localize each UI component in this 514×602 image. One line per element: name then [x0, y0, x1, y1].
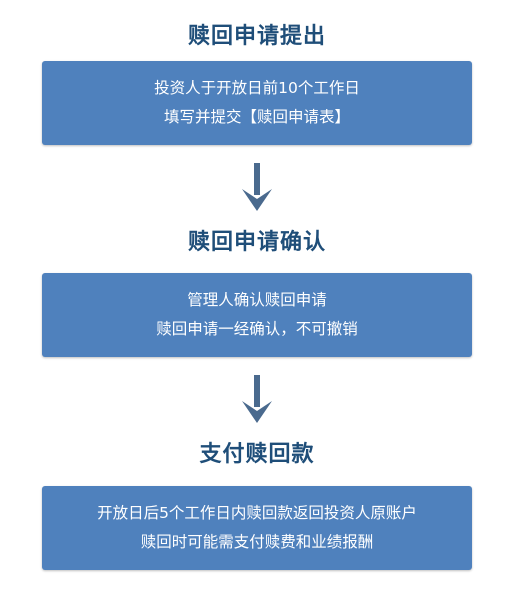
step-2-line-2: 赎回申请一经确认，不可撤销: [156, 320, 358, 338]
step-3-line-2: 赎回时可能需支付赎费和业绩报酬: [140, 533, 374, 551]
step-2-line-1: 管理人确认赎回申请: [187, 291, 327, 309]
step-3-title: 支付赎回款: [199, 442, 315, 467]
step-1-line-2: 填写并提交【赎回申请表】: [163, 108, 350, 126]
step-3-line-1: 开放日后5个工作日内赎回款返回投资人原账户: [97, 504, 417, 522]
step-2-box: 管理人确认赎回申请 赎回申请一经确认，不可撤销: [42, 273, 472, 357]
step-1-title: 赎回申请提出: [187, 24, 326, 49]
step-1-line-1: 投资人于开放日前10个工作日: [154, 79, 360, 97]
step-3-box: 开放日后5个工作日内赎回款返回投资人原账户 赎回时可能需支付赎费和业绩报酬: [42, 486, 472, 570]
down-arrow-icon: [242, 163, 272, 211]
step-2-title: 赎回申请确认: [187, 230, 326, 255]
down-arrow-icon: [242, 375, 272, 423]
step-1-box: 投资人于开放日前10个工作日 填写并提交【赎回申请表】: [42, 61, 472, 145]
